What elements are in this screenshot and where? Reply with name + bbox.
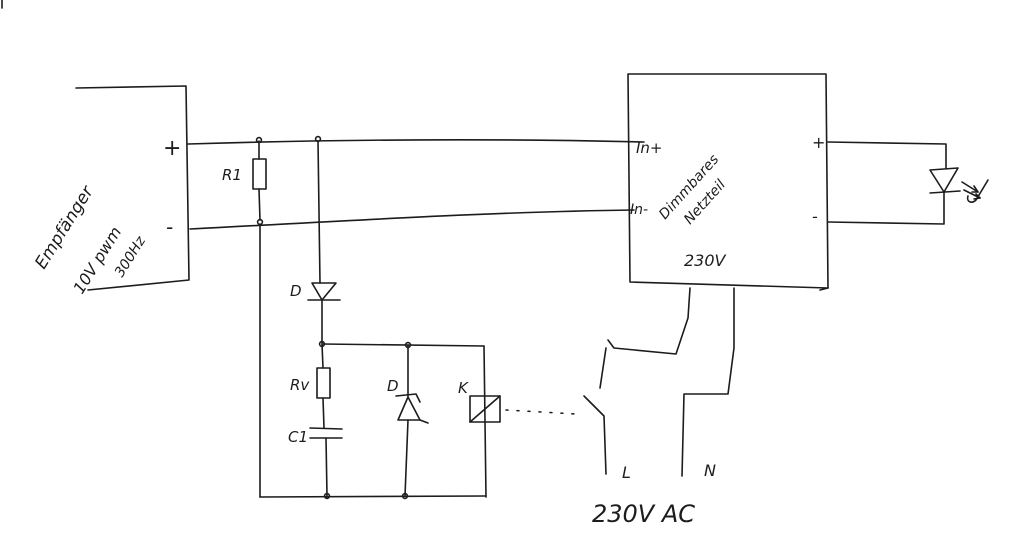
output-positive-wire — [827, 141, 947, 169]
receiver-spec-pwm: 10V pwm — [69, 223, 125, 297]
bottom-rail-wire — [259, 495, 487, 498]
driver-mains-label: 230V — [684, 251, 727, 270]
receiver-box — [75, 85, 190, 291]
driver-input-plus: In+ — [636, 139, 663, 157]
mains-wire-l-upper — [607, 287, 691, 355]
inner-top-rail-wire — [321, 343, 485, 347]
diode-d-label: D — [290, 282, 302, 300]
c1-label: C1 — [288, 428, 308, 446]
led-icon — [929, 167, 989, 203]
dimmable-driver-box — [627, 73, 829, 291]
r1-label: R1 — [222, 166, 242, 184]
output-negative-wire — [827, 191, 945, 225]
zener-diode-d — [395, 345, 429, 497]
rv-label: Rv — [290, 376, 310, 394]
relay-k-label: K — [458, 379, 469, 397]
relay-mechanical-link — [505, 409, 577, 415]
positive-wire — [187, 139, 645, 145]
driver-output-minus: - — [812, 207, 818, 226]
resistor-rv — [316, 343, 331, 429]
negative-wire — [189, 209, 635, 230]
resistor-r1 — [252, 140, 267, 221]
relay-coil-k — [469, 395, 501, 423]
driver-output-plus: + — [812, 133, 825, 152]
diode-d — [307, 282, 341, 344]
diode-feed-wire — [317, 140, 321, 284]
switch-contact-lower — [583, 395, 607, 475]
switch-contact-upper — [599, 347, 607, 389]
mains-n-label: N — [704, 461, 716, 480]
mains-voltage-label: 230V AC — [592, 500, 695, 528]
receiver-plus-terminal: + — [163, 136, 181, 161]
zener-label: D — [387, 377, 399, 395]
capacitor-c1 — [309, 427, 343, 497]
receiver-minus-terminal: - — [166, 215, 173, 239]
driver-input-minus: In- — [630, 202, 648, 218]
mains-l-label: L — [622, 463, 631, 482]
mains-wire-n — [681, 287, 735, 477]
